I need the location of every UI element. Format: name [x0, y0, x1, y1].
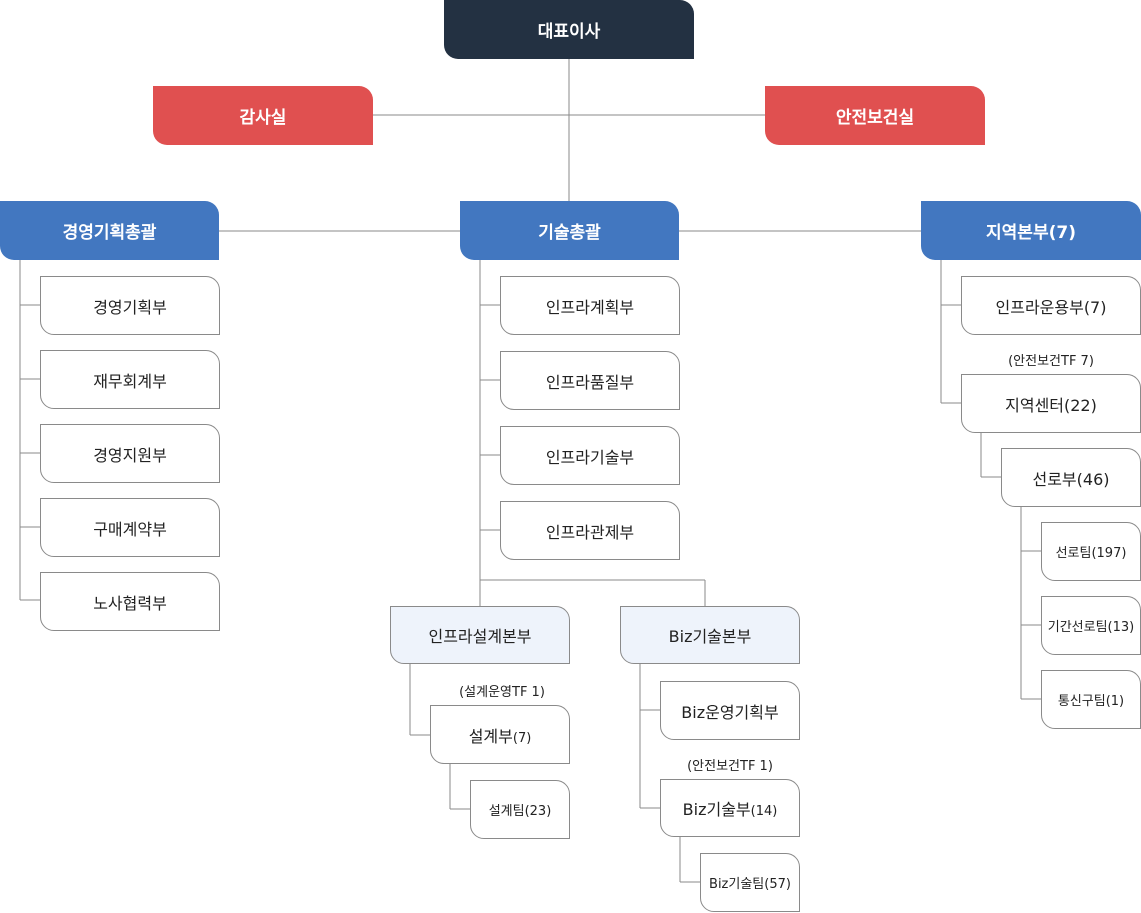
biz-tf-note: (안전보건TF 1) — [687, 759, 773, 774]
safety-office-box: 안전보건실 — [765, 86, 985, 145]
line-team-box: 기간선로팀(13) — [1041, 596, 1141, 655]
ceo-label: 대표이사 — [537, 22, 601, 42]
design-dept-label: 설계부(7) — [469, 723, 532, 747]
biz-tech-dept-name: Biz기술부 — [682, 800, 751, 819]
line-team-box: 선로팀(197) — [1041, 522, 1141, 581]
regional-center-box: 지역센터(22) — [961, 374, 1141, 433]
region-division-label: 지역본부(7) — [986, 223, 1076, 243]
biz-ops-dept-box: Biz운영기획부 — [660, 681, 800, 740]
tech-dept-label: 인프라기술부 — [545, 447, 635, 467]
design-dept-count: (7) — [512, 730, 532, 746]
infra-ops-dept-box: 인프라운용부(7) — [961, 276, 1141, 335]
mgmt-dept-label: 재무회계부 — [93, 371, 167, 391]
line-team-box: 통신구팀(1) — [1041, 670, 1141, 729]
biz-ops-dept-label: Biz운영기획부 — [681, 702, 779, 722]
tech-dept-label: 인프라관제부 — [545, 522, 635, 542]
mgmt-division-label: 경영기획총괄 — [62, 223, 157, 243]
biz-tech-dept-box: Biz기술부(14) — [660, 779, 800, 837]
mgmt-division-box: 경영기획총괄 — [0, 201, 219, 260]
line-team-label: 기간선로팀(13) — [1047, 620, 1135, 635]
mgmt-dept-box: 재무회계부 — [40, 350, 220, 409]
tech-dept-box: 인프라품질부 — [500, 351, 680, 410]
biz-tech-dept-label: Biz기술부(14) — [683, 796, 778, 820]
tech-dept-box: 인프라기술부 — [500, 426, 680, 485]
infra-ops-dept-label: 인프라운용부(7) — [995, 297, 1107, 317]
mgmt-dept-label: 경영지원부 — [93, 445, 167, 465]
mgmt-dept-box: 경영기획부 — [40, 276, 220, 335]
audit-office-label: 감사실 — [239, 108, 287, 128]
mgmt-dept-label: 경영기획부 — [93, 297, 167, 317]
mgmt-dept-box: 경영지원부 — [40, 424, 220, 483]
line-dept-label: 선로부(46) — [1032, 469, 1110, 489]
design-dept-box: 설계부(7) — [430, 705, 570, 764]
ceo-box: 대표이사 — [444, 0, 694, 59]
design-hq-label: 인프라설계본부 — [428, 627, 532, 646]
mgmt-dept-box: 구매계약부 — [40, 498, 220, 557]
tech-division-label: 기술총괄 — [538, 223, 601, 243]
biz-hq-box: Biz기술본부 — [620, 606, 800, 664]
design-team-label: 설계팀(23) — [488, 804, 552, 819]
tech-dept-box: 인프라관제부 — [500, 501, 680, 560]
mgmt-dept-label: 구매계약부 — [93, 519, 167, 539]
regional-center-label: 지역센터(22) — [1005, 395, 1097, 415]
tech-dept-label: 인프라계획부 — [545, 297, 635, 317]
mgmt-dept-box: 노사협력부 — [40, 572, 220, 631]
line-dept-box: 선로부(46) — [1001, 448, 1141, 507]
tech-division-box: 기술총괄 — [460, 201, 679, 260]
design-team-box: 설계팀(23) — [470, 780, 570, 839]
mgmt-dept-label: 노사협력부 — [93, 593, 167, 613]
biz-team-label: Biz기술팀(57) — [709, 877, 791, 892]
tech-dept-box: 인프라계획부 — [500, 276, 680, 335]
biz-team-box: Biz기술팀(57) — [700, 853, 800, 912]
biz-tech-dept-count: (14) — [750, 804, 778, 819]
biz-hq-label: Biz기술본부 — [668, 627, 752, 646]
line-team-label: 선로팀(197) — [1055, 546, 1127, 561]
design-dept-name: 설계부 — [468, 726, 513, 746]
audit-office-box: 감사실 — [153, 86, 373, 145]
region-division-box: 지역본부(7) — [921, 201, 1141, 260]
design-hq-box: 인프라설계본부 — [390, 606, 570, 664]
region-tf-note: (안전보건TF 7) — [1008, 354, 1094, 369]
safety-office-label: 안전보건실 — [835, 108, 915, 128]
design-tf-note: (설계운영TF 1) — [459, 685, 545, 700]
tech-dept-label: 인프라품질부 — [545, 372, 635, 392]
line-team-label: 통신구팀(1) — [1057, 694, 1125, 709]
